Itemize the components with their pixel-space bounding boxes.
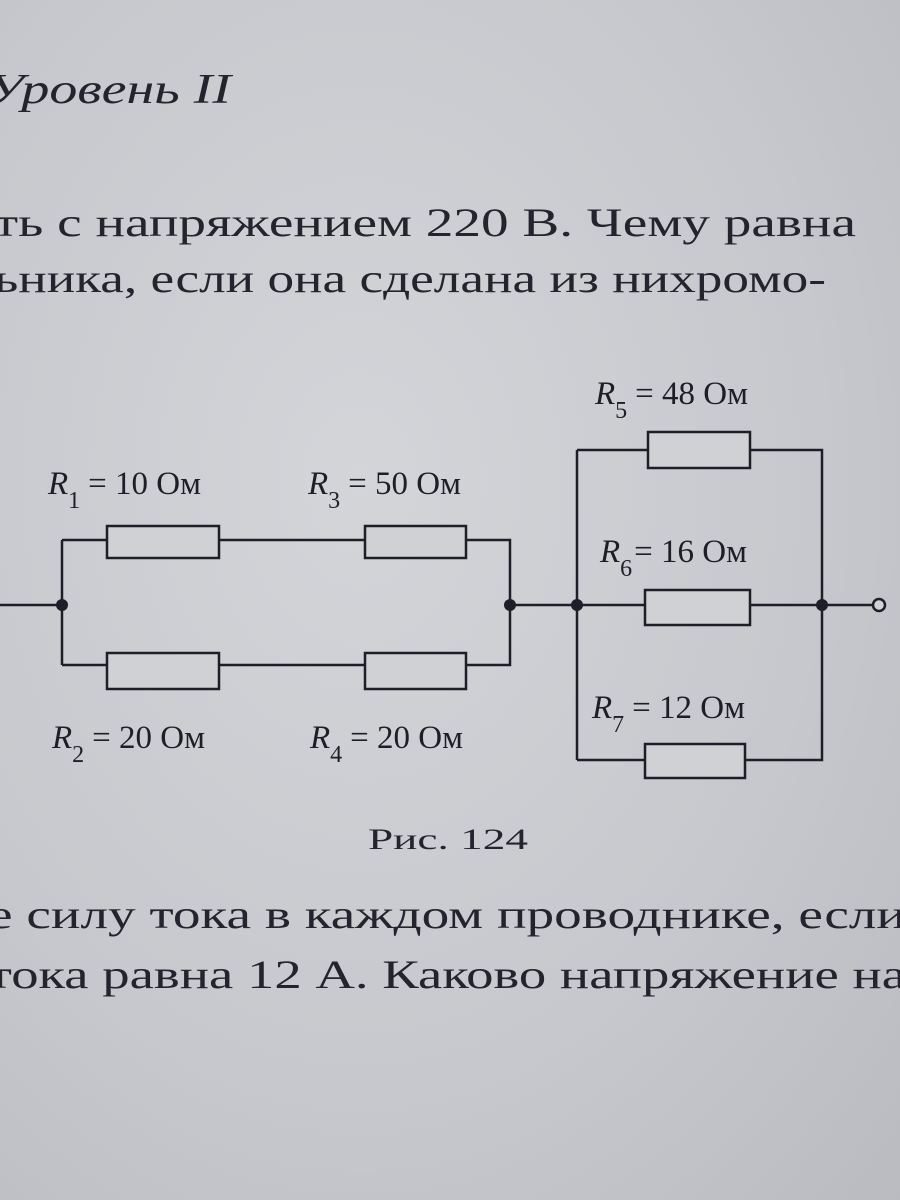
- label-r7: R7= 12 Ом: [591, 690, 745, 738]
- junction-node: [56, 599, 68, 611]
- resistor-r5: [646, 430, 752, 470]
- resistor-r3: [363, 524, 468, 560]
- resistor-r2: [105, 651, 221, 691]
- figure-caption: Рис. 124: [368, 823, 528, 856]
- resistor-r4: [363, 651, 468, 691]
- label-r2: R2= 20 Ом: [51, 720, 205, 768]
- resistor-r6: [643, 588, 752, 627]
- resistor-r7: [643, 742, 747, 780]
- resistor-labels: R1= 10 Ом R3= 50 Ом R2= 20 Ом R4= 20 Ом …: [47, 376, 748, 768]
- label-r4: R4= 20 Ом: [309, 720, 463, 768]
- label-r6: R6= 16 Ом: [599, 534, 747, 582]
- output-terminal: [871, 597, 887, 613]
- label-r3: R3= 50 Ом: [307, 466, 461, 514]
- circuit-diagram: [0, 430, 887, 780]
- problem-text-line: е силу тока в каждом проводнике, если: [0, 892, 900, 937]
- label-r5: R5= 48 Ом: [594, 376, 748, 424]
- section-heading: Уровень II: [0, 67, 234, 113]
- label-r1: R1= 10 Ом: [47, 466, 201, 514]
- problem-text-line: тока равна 12 А. Каково напряжение на: [0, 952, 900, 997]
- junction-node: [571, 599, 583, 611]
- resistor-r1: [105, 524, 221, 560]
- junction-node: [504, 599, 516, 611]
- problem-text-line: ть с напряжением 220 В. Чему равна: [0, 200, 856, 245]
- junction-node: [816, 599, 828, 611]
- problem-text-line: ьника, если она сделана из нихромо-: [0, 256, 826, 301]
